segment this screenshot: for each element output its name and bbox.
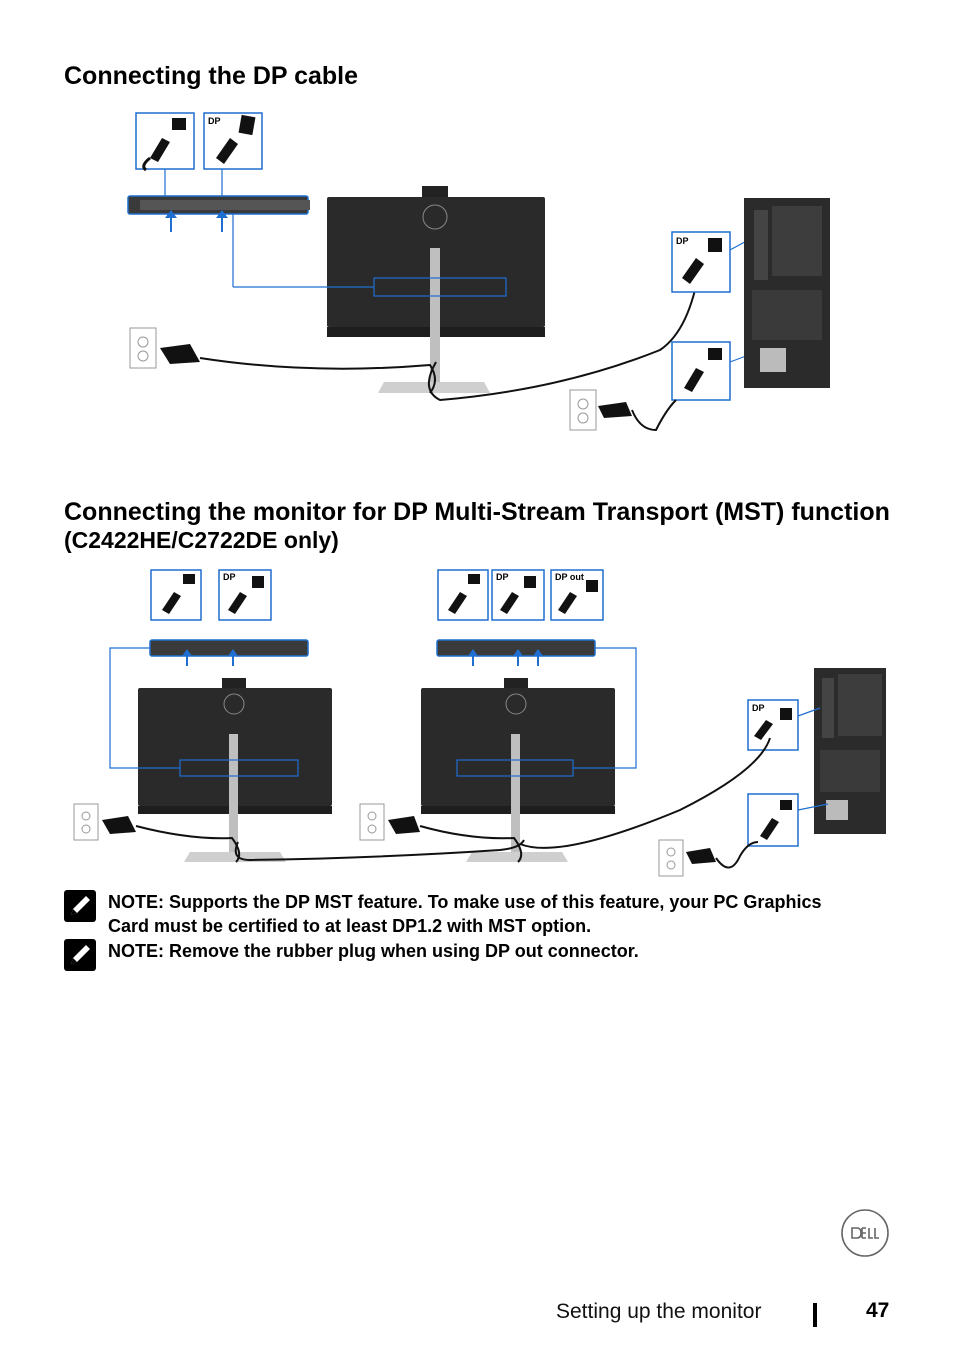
- dp-plug-icon: [754, 720, 773, 740]
- power-plug-icon: [162, 592, 181, 614]
- note-pencil-icon: [64, 890, 96, 922]
- dp-out-callout: [550, 569, 604, 621]
- note-text: NOTE: Remove the rubber plug when using …: [108, 941, 639, 961]
- section-title-dp-cable: Connecting the DP cable: [64, 62, 359, 90]
- dp-mst-connection-diagram: DP DP DP out DP: [73, 569, 886, 877]
- power-plug-icon: [598, 402, 632, 418]
- dp-cable-connection-diagram: DP DP: [127, 112, 830, 432]
- note-pencil-icon: [64, 939, 96, 971]
- wall-outlet-icon: [359, 803, 385, 841]
- arrow-up-icon: [533, 649, 543, 666]
- note-rubber-plug: NOTE: Remove the rubber plug when using …: [64, 939, 844, 971]
- mst-title-text: Connecting the monitor for DP Multi-Stre…: [64, 498, 890, 526]
- dp-port-icon: [238, 114, 256, 136]
- wall-outlet-icon: [569, 389, 597, 431]
- arrow-up-icon: [513, 649, 523, 666]
- power-socket-icon: [172, 118, 186, 130]
- dell-logo-icon: [841, 1209, 889, 1257]
- dp-plug-icon: [500, 592, 519, 614]
- power-plug-icon: [160, 344, 200, 364]
- wall-outlet-icon: [129, 327, 157, 369]
- power-socket-icon: [708, 348, 722, 360]
- page-number: 47: [866, 1299, 890, 1322]
- power-socket-icon: [183, 574, 195, 584]
- dell-badge-icon: [422, 204, 448, 230]
- dp-label: DP: [223, 572, 236, 582]
- dell-badge-icon: [505, 693, 527, 715]
- dell-badge-icon: [223, 693, 245, 715]
- dp-out-label: DP out: [555, 572, 584, 582]
- dp-port-icon: [252, 576, 264, 588]
- monitor-stand: [229, 734, 238, 854]
- dp-label: DP: [676, 236, 689, 246]
- monitor-stand: [430, 248, 440, 388]
- power-plug-icon: [684, 368, 704, 392]
- dp-plug-icon: [558, 592, 577, 614]
- monitor-port-panel: [149, 639, 309, 657]
- power-plug-icon: [448, 592, 467, 614]
- dp-label: DP: [752, 703, 765, 713]
- dp-port-icon: [586, 580, 598, 592]
- footer-section-name: Setting up the monitor: [556, 1300, 762, 1323]
- dp-plug-icon: [216, 138, 238, 164]
- footer-divider: [813, 1303, 817, 1327]
- power-plug-icon: [388, 816, 420, 834]
- arrow-up-icon: [182, 649, 192, 666]
- power-plug-icon: [760, 818, 779, 840]
- dp-plug-icon: [682, 258, 704, 284]
- dp-label: DP: [496, 572, 509, 582]
- mst-subtitle: (C2422HE/C2722DE only): [64, 527, 339, 553]
- power-plug-icon: [686, 848, 716, 864]
- wall-outlet-icon: [658, 839, 684, 877]
- monitor-stand: [511, 734, 520, 854]
- arrow-up-icon: [228, 649, 238, 666]
- dp-label: DP: [208, 116, 221, 126]
- arrow-up-icon: [216, 210, 228, 232]
- power-plug-icon: [150, 138, 170, 162]
- dp-port-icon: [708, 238, 722, 252]
- section-title-mst: Connecting the monitor for DP Multi-Stre…: [64, 498, 904, 554]
- power-socket-icon: [780, 800, 792, 810]
- power-plug-icon: [102, 816, 136, 834]
- dp-port-icon: [524, 576, 536, 588]
- arrow-up-icon: [468, 649, 478, 666]
- arrow-up-icon: [165, 210, 177, 232]
- power-socket-icon: [468, 574, 480, 584]
- dp-port-icon: [780, 708, 792, 720]
- note-mst-support: NOTE: Supports the DP MST feature. To ma…: [64, 890, 844, 940]
- note-text: NOTE: Supports the DP MST feature. To ma…: [108, 892, 822, 936]
- wall-outlet-icon: [73, 803, 99, 841]
- dp-plug-icon: [228, 592, 247, 614]
